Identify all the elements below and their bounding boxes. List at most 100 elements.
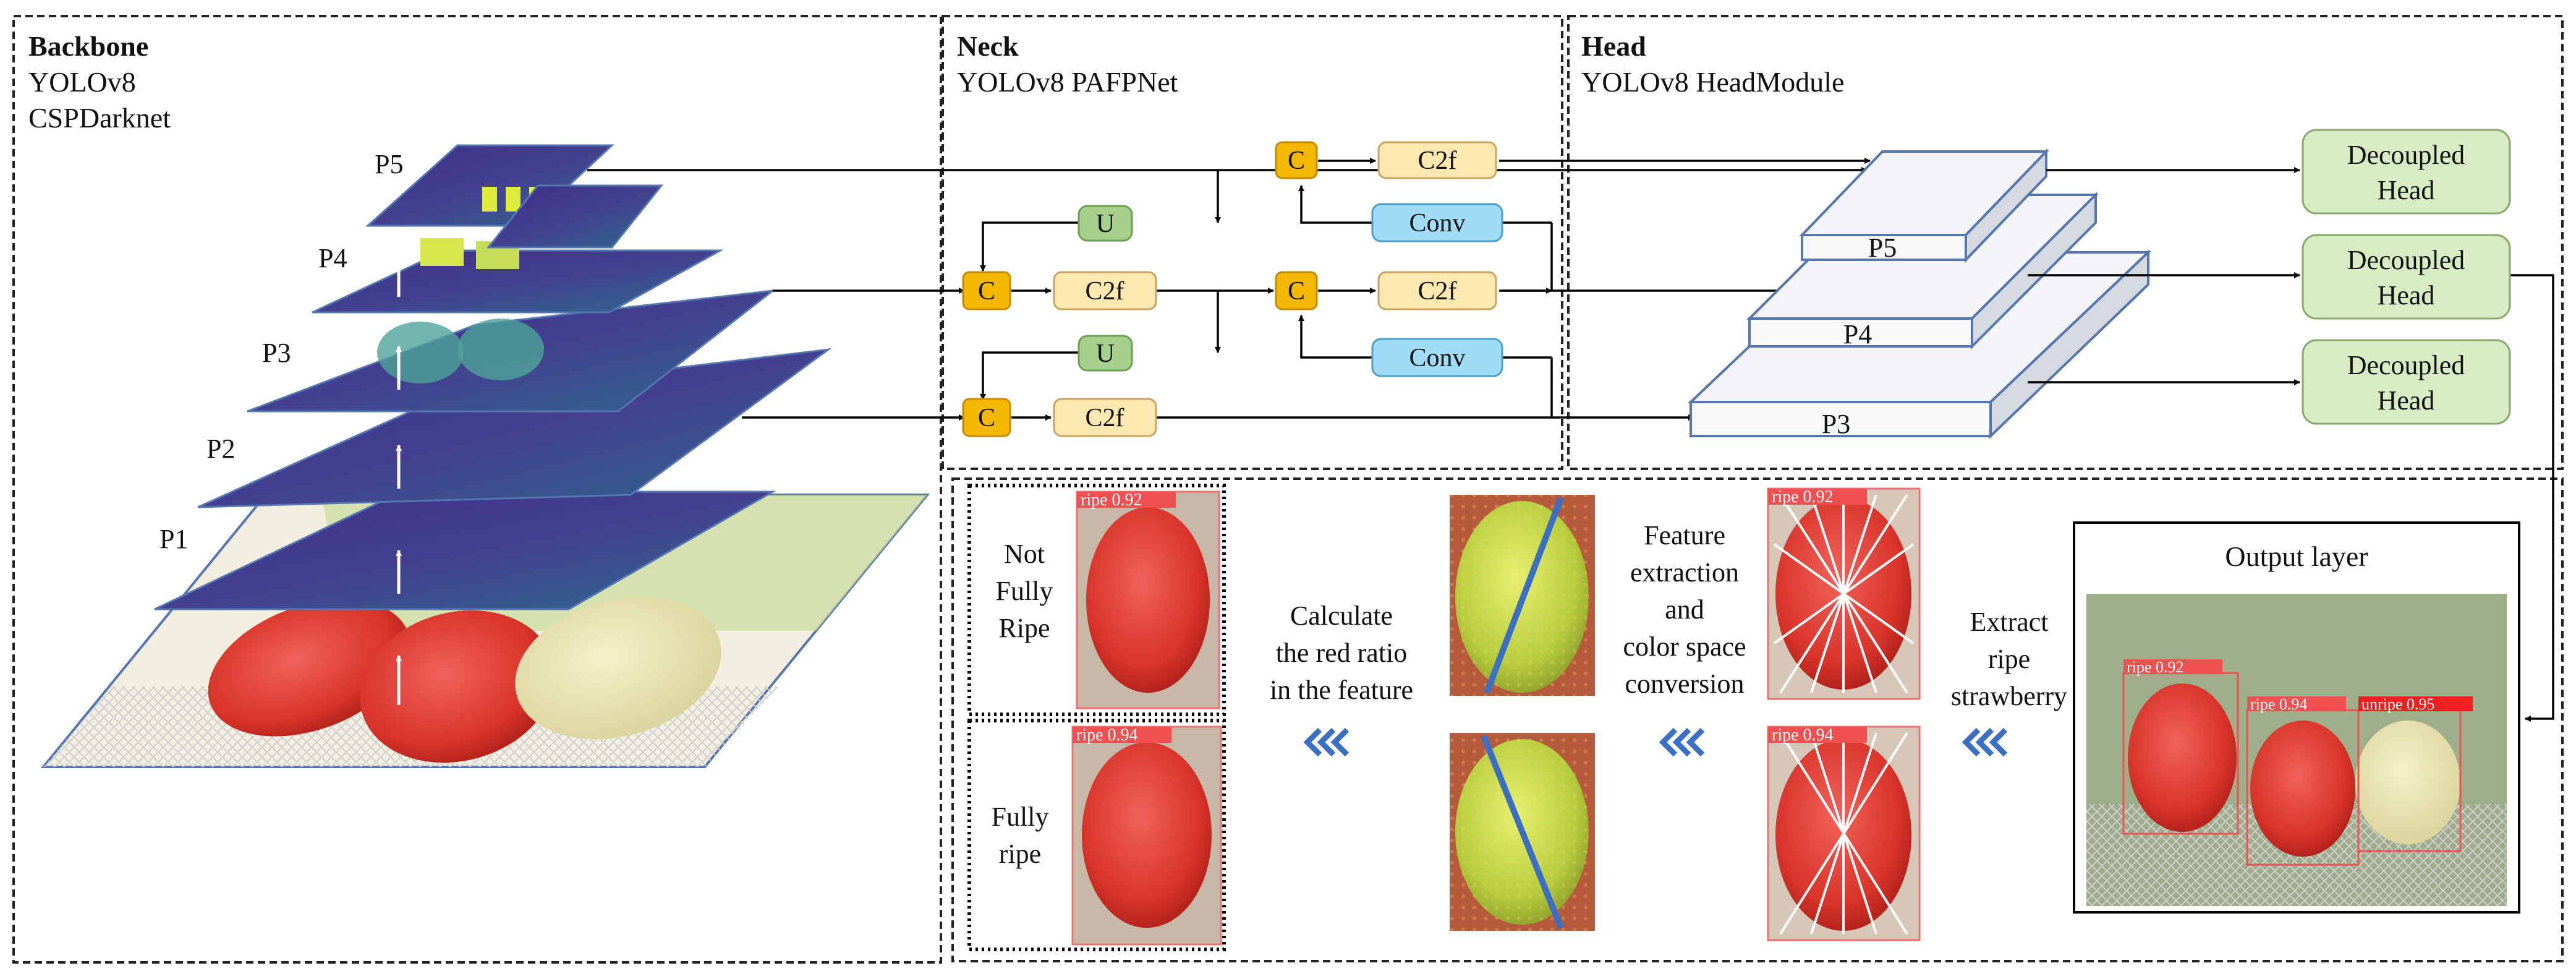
level-label-p4: P4 — [318, 243, 347, 273]
head-title: Head — [1581, 30, 1646, 62]
input-strawberry-2 — [360, 610, 555, 763]
svg-text:and: and — [1665, 594, 1704, 625]
c2f-block-mid-left: C2f — [1053, 271, 1157, 310]
svg-text:C2f: C2f — [1418, 147, 1457, 175]
c2f-block-mid-right: C2f — [1377, 271, 1497, 310]
output-strawberry-2 — [2250, 721, 2355, 857]
svg-text:Ripe: Ripe — [998, 613, 1050, 643]
decoupled-head-1: Decoupled Head — [2302, 129, 2511, 215]
neck-subtitle: YOLOv8 PAFPNet — [957, 66, 1178, 98]
concat-block-mid-right: C — [1275, 271, 1318, 310]
svg-text:Decoupled: Decoupled — [2347, 350, 2465, 380]
svg-text:Conv: Conv — [1409, 344, 1465, 372]
backbone-title: Backbone — [28, 30, 148, 62]
neck-frame — [942, 15, 1563, 470]
head-plane-p4: P4 — [1746, 192, 2099, 349]
calculate-label: Calculate the red ratio in the feature — [1270, 601, 1413, 705]
output-layer-panel: Output layer ripe 0.92 ripe 0.94 unripe … — [2073, 521, 2520, 914]
svg-text:P3: P3 — [1822, 409, 1850, 439]
svg-text:Calculate: Calculate — [1290, 601, 1393, 631]
c2f-block-bottom: C2f — [1053, 398, 1157, 437]
concat-block-bottom: C — [962, 398, 1011, 437]
result-not-fully-ripe: Not Fully Ripe ripe 0.92 — [967, 484, 1226, 716]
backbone-line2: CSPDarknet — [28, 102, 171, 134]
extract-label: Extract ripe strawberry — [1951, 607, 2067, 711]
svg-text:U: U — [1096, 210, 1115, 238]
conv-block-lower: Conv — [1371, 338, 1503, 377]
head-plane-p5: P5 — [1799, 148, 2049, 263]
conv-block-upper: Conv — [1371, 203, 1503, 242]
svg-text:Head: Head — [2378, 175, 2435, 205]
svg-text:U: U — [1096, 340, 1115, 368]
concat-block-top: C — [1275, 141, 1318, 179]
output-strawberry-3 — [2355, 721, 2460, 844]
level-label-p5: P5 — [375, 149, 403, 179]
head-arrows — [2028, 167, 2554, 722]
crop-ripe-top: ripe 0.92 — [1767, 487, 1921, 700]
chevron-icon-right — [1962, 727, 2008, 757]
backbone-line1: YOLOv8 — [28, 66, 136, 98]
backbone-frame — [12, 15, 942, 964]
svg-text:C2f: C2f — [1418, 277, 1457, 306]
svg-text:extraction: extraction — [1630, 557, 1739, 588]
upsample-block-lower: U — [1078, 335, 1133, 372]
head-frame — [1567, 15, 2564, 470]
feature-map-p2 — [197, 348, 832, 508]
neck-title: Neck — [957, 30, 1019, 62]
level-label-p2: P2 — [206, 434, 235, 464]
decoupled-head-3: Decoupled Head — [2302, 339, 2511, 425]
svg-text:C: C — [1288, 277, 1305, 306]
svg-text:in the feature: in the feature — [1270, 675, 1413, 705]
chevron-arrows — [1303, 727, 2008, 757]
input-strawberry-1 — [208, 599, 410, 737]
decoupled-heads: Decoupled Head Decoupled Head Decoupled … — [2302, 129, 2511, 425]
c2f-block-top: C2f — [1377, 141, 1497, 179]
input-strawberry-3 — [515, 596, 721, 740]
svg-text:Fully: Fully — [996, 576, 1053, 606]
svg-text:Not: Not — [1004, 539, 1045, 569]
svg-text:C: C — [978, 404, 995, 432]
svg-text:Decoupled: Decoupled — [2347, 140, 2465, 170]
svg-text:ripe: ripe — [1988, 644, 2030, 674]
feature-extraction-label: Feature extraction and color space conve… — [1623, 520, 1746, 699]
svg-text:C: C — [978, 277, 995, 306]
svg-text:conversion: conversion — [1625, 669, 1744, 699]
neck-connections — [587, 158, 1871, 421]
svg-text:Decoupled: Decoupled — [2347, 245, 2465, 275]
neck-blocks: C C2f Conv U C C2f C C2f — [962, 141, 1503, 437]
svg-text:ripe: ripe — [999, 839, 1041, 869]
svg-text:Head: Head — [2378, 280, 2435, 310]
tag-result-ripe-94: ripe 0.94 — [1076, 726, 1138, 745]
output-layer-title: Output layer — [2225, 541, 2368, 572]
chevron-icon-left — [1303, 727, 1350, 757]
tag-crop-ripe-94: ripe 0.94 — [1772, 726, 1834, 745]
svg-text:Conv: Conv — [1409, 209, 1465, 238]
svg-text:color space: color space — [1623, 631, 1746, 662]
svg-text:Extract: Extract — [1970, 607, 2048, 637]
tag-output-ripe-94: ripe 0.94 — [2250, 695, 2307, 713]
svg-text:C: C — [1288, 147, 1305, 175]
level-label-p3: P3 — [262, 338, 291, 368]
detection-frame — [951, 477, 2564, 962]
concat-block-mid-left: C — [962, 271, 1011, 310]
tag-output-unripe-95: unripe 0.95 — [2361, 695, 2434, 713]
level-label-p1: P1 — [159, 524, 188, 554]
result-fully-ripe: Fully ripe ripe 0.94 — [967, 719, 1226, 951]
feature-map-p1 — [154, 490, 776, 610]
backbone-header: Backbone YOLOv8 CSPDarknet — [28, 30, 171, 134]
feature-strawberry-top — [1450, 495, 1595, 696]
neck-header: Neck YOLOv8 PAFPNet — [957, 30, 1178, 98]
tag-output-ripe-92: ripe 0.92 — [2127, 658, 2183, 676]
svg-text:strawberry: strawberry — [1951, 681, 2067, 711]
backbone-level-labels: P5 P4 P3 P2 P1 — [159, 149, 403, 554]
svg-text:Head: Head — [2378, 385, 2435, 416]
tag-result-ripe-92: ripe 0.92 — [1081, 490, 1142, 510]
head-subtitle: YOLOv8 HeadModule — [1581, 66, 1844, 98]
section-frames — [12, 15, 2564, 964]
svg-text:C2f: C2f — [1086, 277, 1124, 306]
upsample-block-upper: U — [1078, 205, 1133, 242]
feature-map-p4 — [312, 249, 724, 314]
head-planes: P3 P4 P5 — [1687, 148, 2152, 439]
svg-text:C2f: C2f — [1086, 404, 1124, 432]
